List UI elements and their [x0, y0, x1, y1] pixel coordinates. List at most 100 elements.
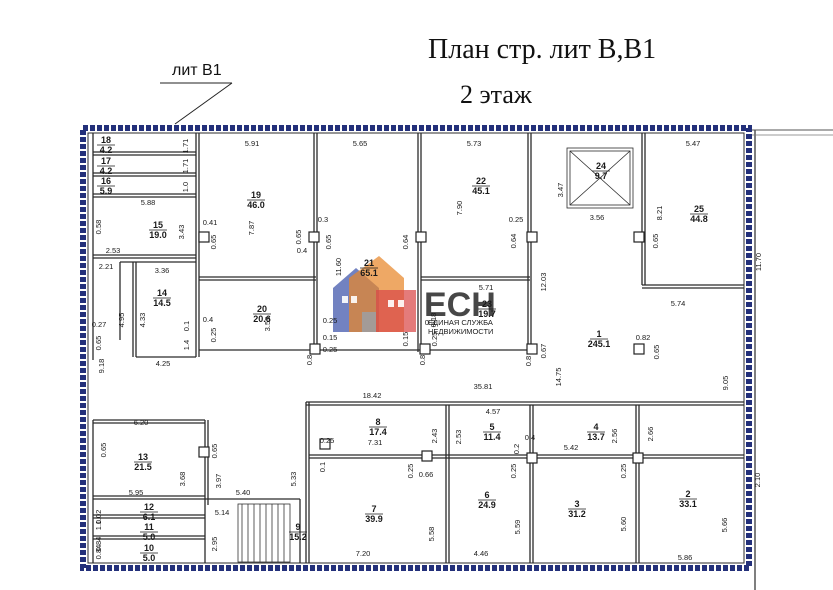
room-18-number: 18: [101, 135, 111, 145]
room-13-area: 21.5: [134, 462, 152, 472]
room-8-area: 17.4: [369, 427, 387, 437]
dimension-label: 5.60: [619, 517, 628, 532]
dimension-label: 0.84: [94, 545, 103, 560]
dimension-label: 12.03: [539, 273, 548, 292]
dimension-label: 0.65: [99, 443, 108, 458]
dimension-label: 0.65: [210, 444, 219, 459]
dimension-label: 0.2: [512, 444, 521, 454]
dimension-label: 0.4: [297, 246, 307, 255]
room-22-area: 45.1: [472, 186, 490, 196]
dimension-label: 0.65: [94, 336, 103, 351]
watermark-line2: НЕДВИЖИМОСТИ: [428, 327, 493, 336]
staircase: [237, 503, 291, 563]
dimension-label: 3.53: [263, 317, 272, 332]
room-8-number: 8: [375, 417, 380, 427]
dimension-label: 0.1: [182, 321, 191, 331]
dimension-label: 1.71: [181, 139, 190, 154]
dimension-label: 5.86: [678, 553, 693, 562]
room-17-area: 4.2: [100, 166, 113, 176]
room-6-area: 24.9: [478, 500, 496, 510]
dimension-label: 3.56: [590, 213, 605, 222]
building-callout-label: лит В1: [172, 62, 222, 79]
room-9-area: 15.2: [289, 532, 307, 542]
room-11-area: 5.0: [143, 532, 156, 542]
dimension-label: 0.4: [203, 315, 213, 324]
dimension-label: 7.90: [455, 201, 464, 216]
room-11-number: 11: [144, 522, 154, 532]
room-5-area: 11.4: [483, 432, 500, 442]
dimension-label: 0.65: [294, 230, 303, 245]
dimension-label: 0.25: [406, 464, 415, 479]
dimension-label: 1.71: [181, 159, 190, 174]
dimension-label: 14.75: [554, 368, 563, 387]
dimension-label: 6.20: [134, 418, 149, 427]
room-25-area: 44.8: [690, 214, 708, 224]
dimension-label: 4.46: [474, 549, 489, 558]
dimension-label: 5.14: [215, 508, 230, 517]
dimension-label: 2.43: [430, 429, 439, 444]
dimension-label: 2.53: [106, 246, 121, 255]
dimension-label: 1.4: [182, 340, 191, 350]
dimension-label: 35.81: [474, 382, 493, 391]
dimension-label: 0.15: [401, 332, 410, 347]
dimension-label: 0.25: [430, 332, 439, 347]
dimension-label: 4.95: [117, 313, 126, 328]
dimension-label: 5.40: [236, 488, 251, 497]
callout-leader-arrow: [174, 82, 233, 125]
dimension-label: 2.53: [454, 430, 463, 445]
dimension-label: 0.8: [418, 355, 427, 365]
dimension-label: 2.66: [646, 427, 655, 442]
structural-columns: [198, 231, 645, 464]
dimension-label: 5.66: [720, 518, 729, 533]
room-10-area: 5.0: [143, 553, 156, 563]
room-23-area: 19.7: [478, 309, 496, 319]
dimension-label: 7.20: [356, 549, 371, 558]
dimension-label: 0.41: [203, 218, 218, 227]
room-24-area: 9.7: [595, 171, 608, 181]
room-13-number: 13: [138, 452, 148, 462]
room-9-number: 9: [295, 522, 300, 532]
room-24-number: 24: [596, 161, 606, 171]
room-16-number: 16: [101, 176, 111, 186]
dimension-label: 5.47: [686, 139, 701, 148]
dimension-label: 5.42: [564, 443, 579, 452]
dimension-label: 11.60: [334, 258, 343, 276]
dimension-label: 0.4: [525, 433, 535, 442]
dimension-label: 7.31: [368, 438, 383, 447]
plan-title: План стр. лит В,В1: [428, 34, 657, 65]
dimension-label: 0.15: [323, 333, 338, 342]
dimension-label: 0.25: [323, 316, 338, 325]
dimension-label: 0.58: [94, 220, 103, 235]
dimension-label: 0.25: [509, 215, 524, 224]
dimension-label: 3.68: [178, 472, 187, 487]
dimension-label: 5.59: [513, 520, 522, 535]
dimension-label: 3.36: [155, 266, 170, 275]
dimension-label: 0.18: [429, 313, 438, 328]
dimension-label: 5.33: [289, 472, 298, 487]
room-19-area: 46.0: [247, 200, 265, 210]
dimension-label: 0.25: [320, 436, 335, 445]
dimension-label: 1.0: [94, 520, 103, 530]
dimension-label: 5.88: [141, 198, 156, 207]
dimension-label: 2.56: [610, 429, 619, 444]
dimension-label: 4.33: [138, 313, 147, 328]
watermark-red-block: [376, 290, 416, 332]
dimension-label: 0.84: [94, 537, 103, 552]
room-17-number: 17: [101, 156, 111, 166]
dimension-label: 0.65: [651, 234, 660, 249]
room-10-number: 10: [144, 543, 154, 553]
dimension-label: 2.21: [99, 262, 114, 271]
watermark-brand: ЕСН: [424, 286, 496, 324]
room-5-number: 5: [489, 422, 494, 432]
room-3-number: 3: [574, 499, 579, 509]
room-3-area: 31.2: [568, 509, 586, 519]
outer-wall: [80, 125, 752, 571]
dimension-label: 3.43: [177, 225, 186, 240]
dimension-label: 3.47: [556, 183, 565, 198]
room-7-number: 7: [371, 504, 376, 514]
room-23-number: 23: [482, 299, 492, 309]
room-15-area: 19.0: [149, 230, 167, 240]
dimension-label: 5.71: [479, 283, 494, 292]
room-1-number: 1: [596, 329, 601, 339]
